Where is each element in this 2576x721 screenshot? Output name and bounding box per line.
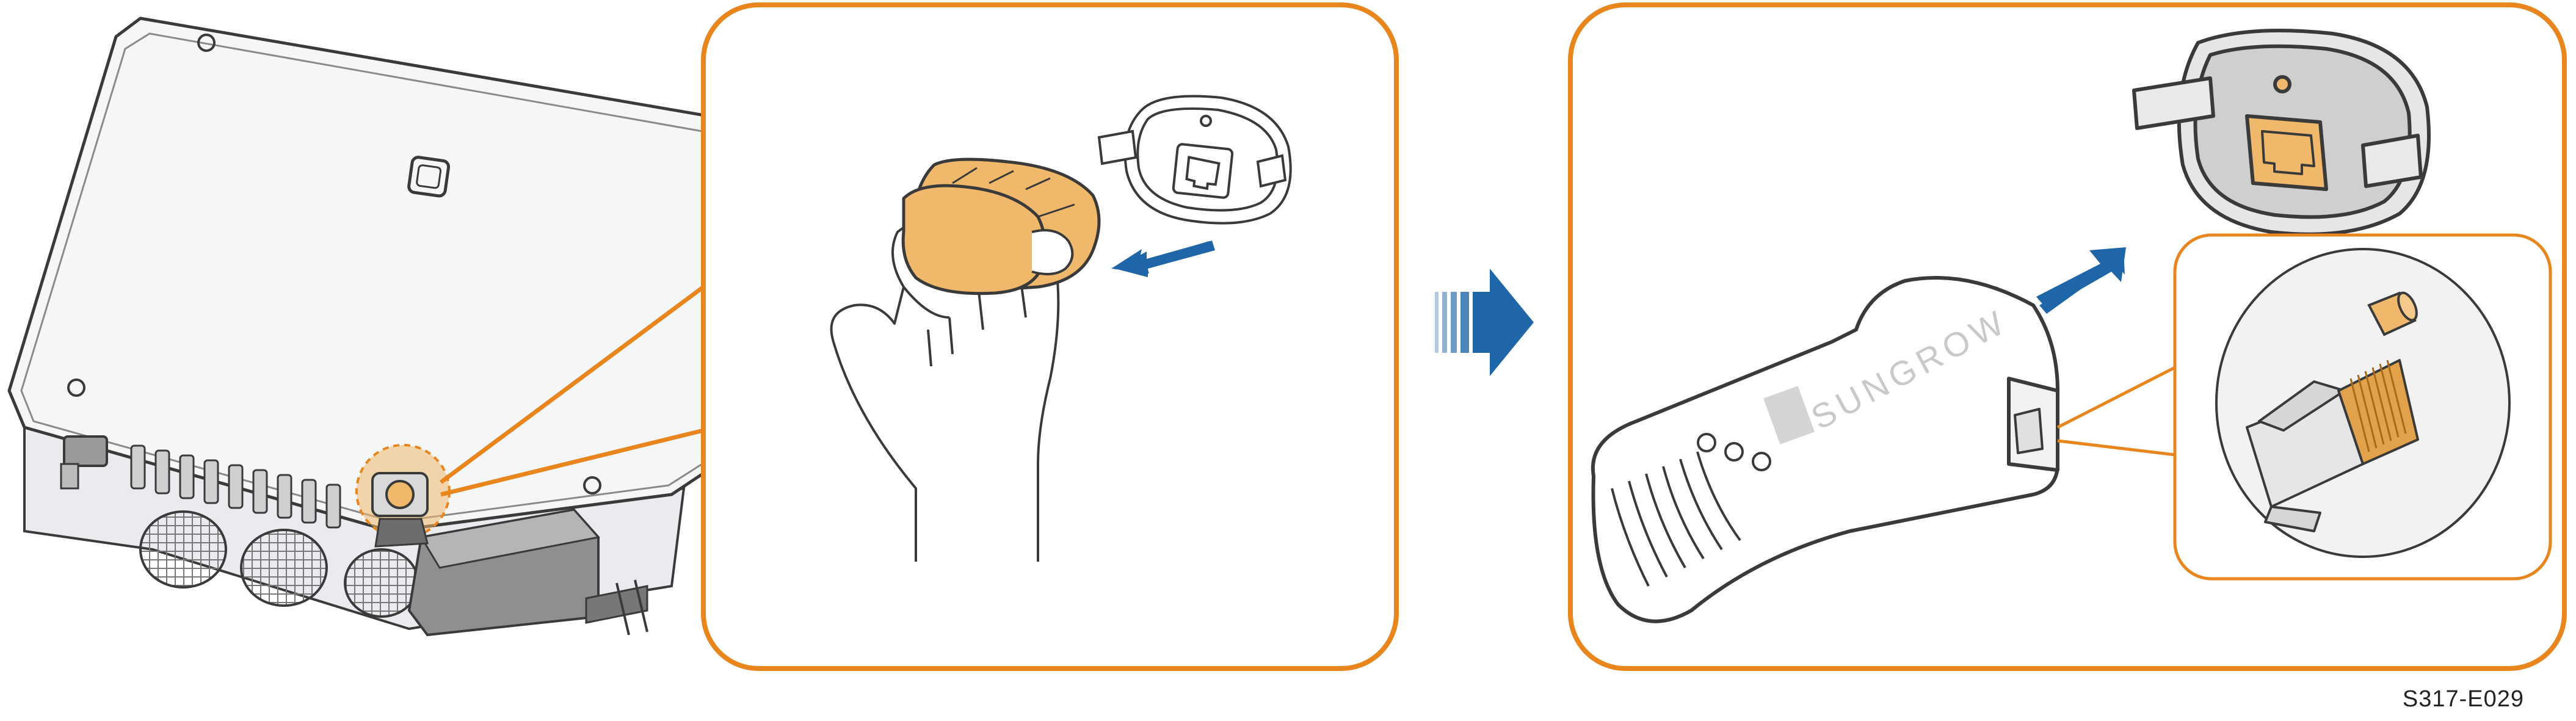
com-socket-gray: [2132, 29, 2431, 236]
figure-code: S317-E029: [2402, 686, 2524, 712]
cooling-fans: [139, 510, 419, 618]
com-port-highlight: [355, 444, 451, 548]
inverter-device: [7, 16, 710, 637]
screw-icon: [583, 476, 601, 495]
arrow-icon: [1111, 241, 1215, 277]
rj45-port-icon: [1172, 143, 1234, 199]
inverter-badge: [407, 156, 451, 198]
com-socket: [1097, 95, 1292, 225]
screw-icon: [67, 379, 85, 397]
dc-switch: [63, 435, 108, 467]
step2-panel: SUNGROW: [1568, 2, 2567, 671]
status-leds: [1697, 433, 1771, 471]
screw-icon: [197, 34, 216, 52]
dc-terminals: [130, 444, 341, 529]
rj45-plug-icon: [2246, 359, 2419, 532]
callout-lines: [439, 285, 705, 497]
arrow-icon: [2036, 247, 2126, 314]
detail-callout-lines: [2056, 366, 2176, 457]
thumb: [1031, 229, 1074, 275]
vent-ridges: [1611, 451, 1741, 587]
step1-panel: [701, 2, 1399, 671]
waterproof-cap: [901, 158, 1101, 295]
communication-box: [407, 508, 648, 637]
rj45-port-icon: [2245, 114, 2328, 191]
alignment-pin: [2367, 291, 2418, 336]
communication-module: [1591, 276, 2059, 623]
step-arrow-icon: [1435, 269, 1534, 376]
detail-inset: [2173, 233, 2552, 581]
